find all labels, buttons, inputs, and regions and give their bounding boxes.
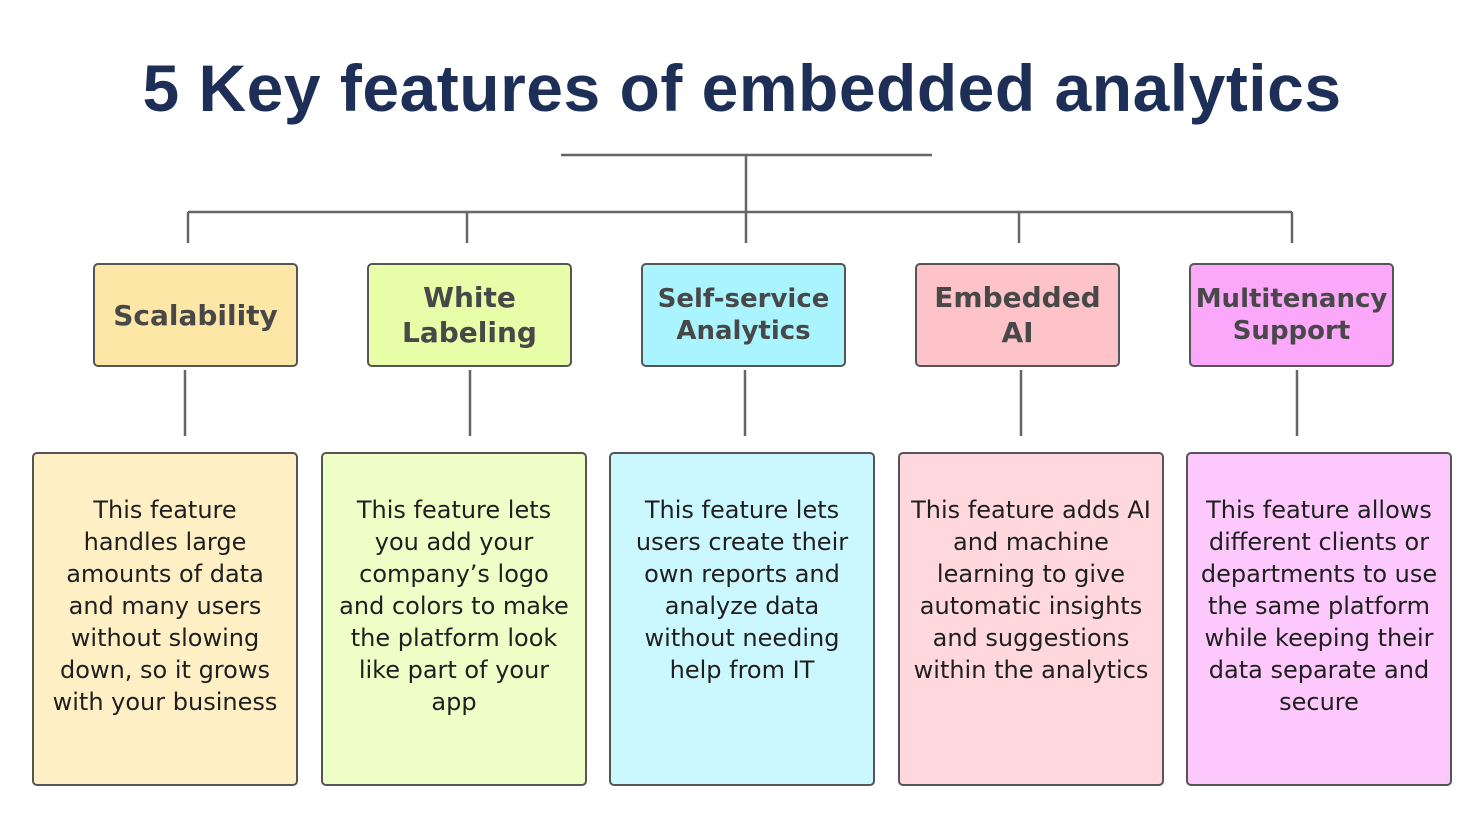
feature-description: This feature lets users create their own… — [635, 496, 849, 684]
description-box-self-service-analytics: This feature lets users create their own… — [609, 452, 875, 786]
description-box-white-labeling: This feature lets you add your company’s… — [321, 452, 587, 786]
feature-box-embedded-ai: Embedded AI — [915, 263, 1120, 367]
feature-label: Multitenancy Support — [1195, 283, 1388, 347]
diagram-title: 5 Key features of embedded analytics — [142, 51, 1342, 125]
feature-box-self-service-analytics: Self-service Analytics — [641, 263, 846, 367]
feature-label: Scalability — [113, 298, 278, 332]
feature-description: This feature handles large amounts of da… — [52, 496, 278, 716]
description-box-embedded-ai: This feature adds AI and machine learnin… — [898, 452, 1164, 786]
feature-label: White Labeling — [402, 281, 537, 349]
feature-box-white-labeling: White Labeling — [367, 263, 572, 367]
feature-description: This feature adds AI and machine learnin… — [911, 496, 1151, 684]
feature-label: Embedded AI — [934, 281, 1101, 349]
feature-label: Self-service Analytics — [657, 283, 830, 347]
feature-box-multitenancy-support: Multitenancy Support — [1189, 263, 1394, 367]
feature-description: This feature lets you add your company’s… — [339, 496, 569, 716]
feature-description: This feature allows different clients or… — [1200, 496, 1438, 716]
description-box-scalability: This feature handles large amounts of da… — [32, 452, 298, 786]
feature-box-scalability: Scalability — [93, 263, 298, 367]
description-box-multitenancy-support: This feature allows different clients or… — [1186, 452, 1452, 786]
